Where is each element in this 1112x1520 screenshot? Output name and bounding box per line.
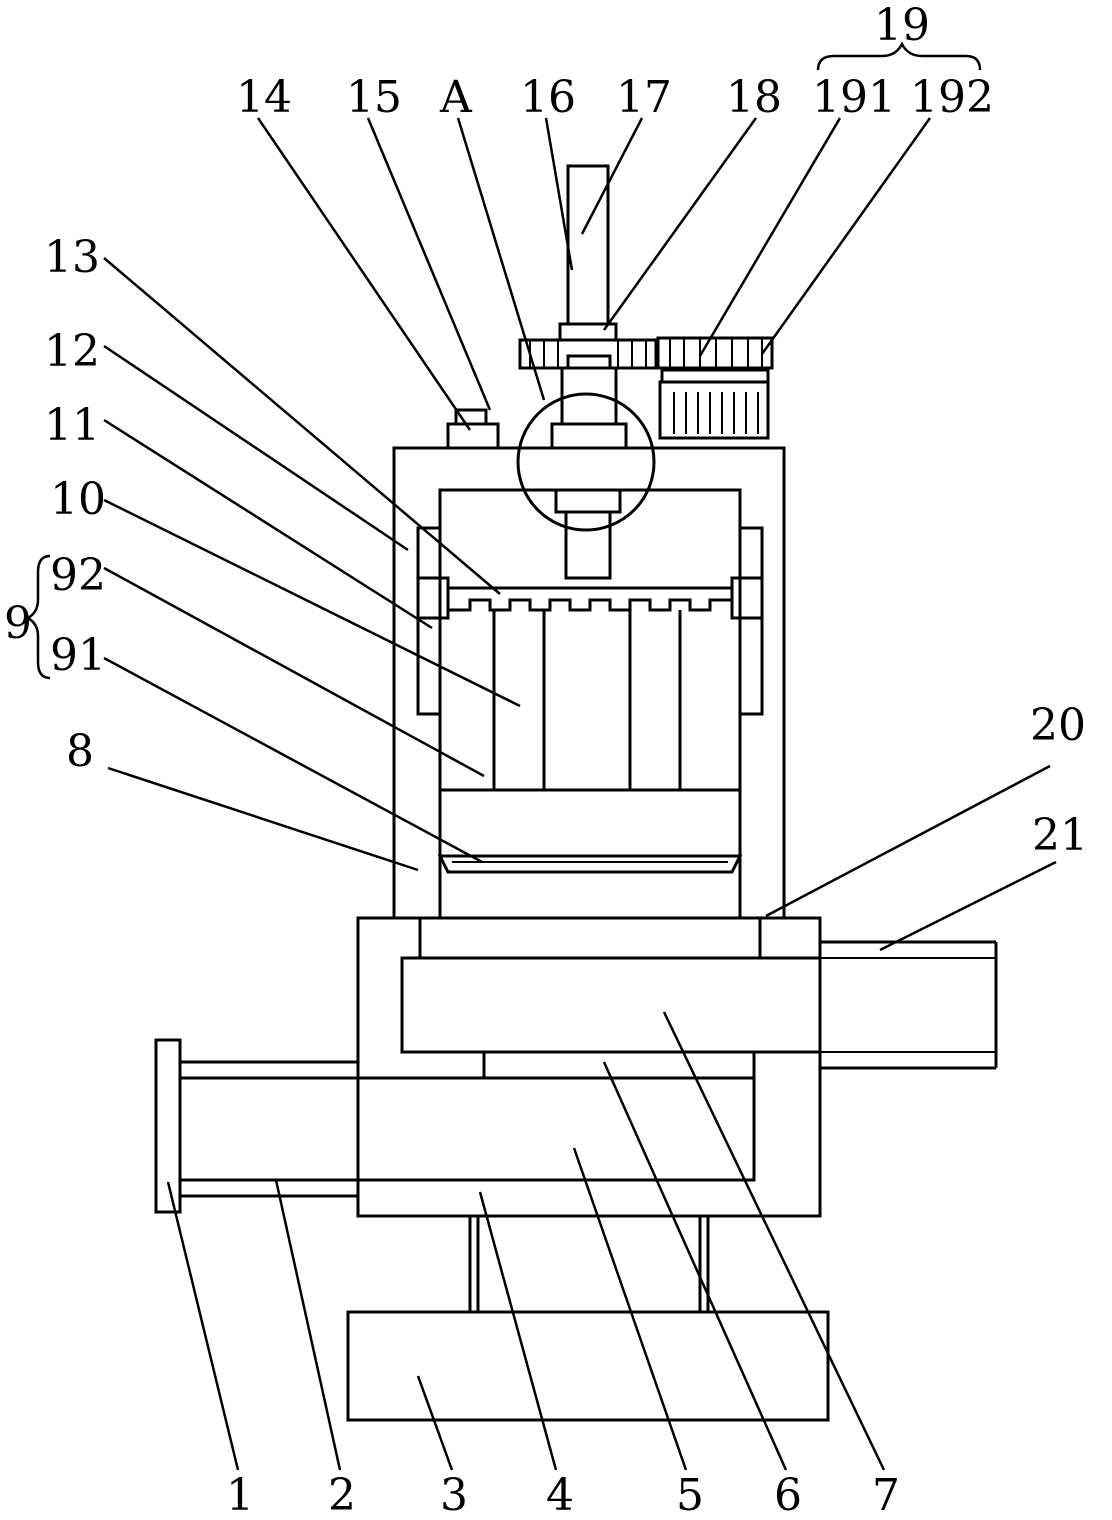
label-6: 6 (774, 1470, 802, 1520)
label-21: 21 (1032, 810, 1088, 861)
press-rods (492, 610, 682, 790)
base-block (346, 1310, 830, 1422)
lower-housing (356, 916, 822, 1218)
label-9: 9 (4, 598, 32, 649)
screw-shaft-lower (554, 488, 622, 580)
moving-plate (416, 576, 764, 620)
label-1: 1 (226, 1470, 254, 1520)
chamber-7 (400, 956, 822, 1054)
upper-housing (392, 446, 786, 920)
label-191: 191 (812, 72, 896, 123)
label-8: 8 (66, 726, 94, 777)
motor-192 (658, 380, 770, 440)
label-12: 12 (44, 326, 100, 377)
gear-191 (656, 336, 774, 384)
label-a: A (439, 72, 473, 123)
push-plate-and-rods (154, 1038, 358, 1214)
label-192: 192 (910, 72, 994, 123)
label-92: 92 (50, 550, 106, 601)
label-3: 3 (440, 1470, 468, 1520)
label-17: 17 (616, 72, 672, 123)
label-10: 10 (50, 474, 106, 525)
label-91: 91 (50, 630, 106, 681)
labels: 1 2 3 4 5 6 7 8 9 91 92 10 11 12 13 14 1… (4, 0, 1088, 1520)
passage-6 (482, 1050, 756, 1080)
inlet-20 (418, 916, 762, 960)
support-legs (468, 1216, 710, 1312)
switch-14 (446, 408, 500, 450)
label-16: 16 (520, 72, 576, 123)
label-14: 14 (236, 72, 292, 123)
label-4: 4 (546, 1470, 574, 1520)
label-11: 11 (44, 400, 100, 451)
label-7: 7 (872, 1470, 900, 1520)
label-20: 20 (1030, 700, 1086, 751)
chamber-5 (356, 1076, 756, 1182)
leader-lines (25, 41, 1057, 1471)
label-18: 18 (726, 72, 782, 123)
label-5: 5 (676, 1470, 704, 1520)
label-19: 19 (874, 0, 930, 51)
label-15: 15 (346, 72, 402, 123)
outlet-pipe (820, 940, 998, 1070)
label-13: 13 (44, 232, 100, 283)
label-2: 2 (328, 1470, 356, 1520)
press-assembly (437, 788, 743, 874)
gear-18 (518, 338, 658, 370)
detail-circle-a (516, 392, 656, 532)
